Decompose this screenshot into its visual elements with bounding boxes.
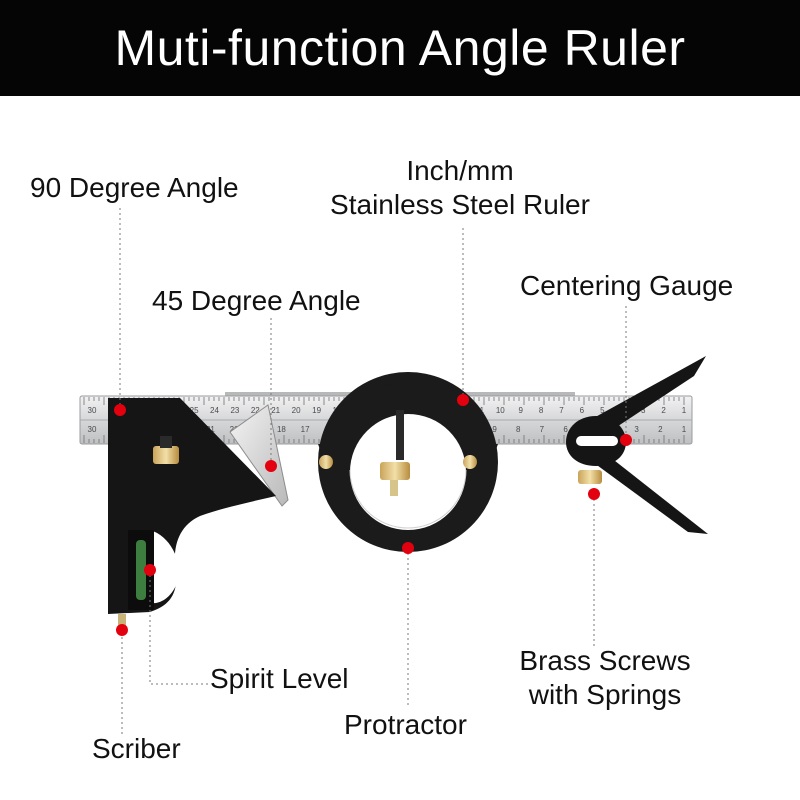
ruler-scale-number: 7: [540, 425, 545, 434]
ruler-scale-number: 9: [518, 406, 523, 415]
marker-brass-screws: [588, 488, 600, 500]
label-ruler-line2: Stainless Steel Ruler: [330, 189, 590, 220]
ruler-scale-number: 1: [682, 425, 687, 434]
ruler-scale-number: 30: [88, 425, 97, 434]
ruler-scale-number: 6: [580, 406, 585, 415]
marker-spirit-level: [144, 564, 156, 576]
ruler-scale-number: 18: [277, 425, 286, 434]
ruler-scale-number: 9: [492, 425, 497, 434]
protractor-right-rivet: [463, 455, 477, 469]
ruler-scale-number: 19: [312, 406, 321, 415]
ruler-scale-number: 3: [634, 425, 639, 434]
ruler-scale-number: 6: [563, 425, 568, 434]
square-head-cutout: [148, 530, 179, 604]
square-head: [108, 398, 289, 632]
ruler-scale-number: 17: [301, 425, 310, 434]
ruler-scale-number: 2: [661, 406, 666, 415]
centering-arm-lower: [590, 446, 708, 534]
label-scriber: Scriber: [92, 733, 181, 764]
marker-scriber: [116, 624, 128, 636]
square-head-screw-post: [160, 436, 172, 448]
centering-head: [566, 356, 708, 534]
ruler-scale-number: 8: [539, 406, 544, 415]
scriber-pin: [118, 614, 126, 632]
ruler-scale-number: 20: [292, 406, 301, 415]
miter-edge: [229, 404, 289, 507]
ruler-scale-number: 25: [190, 406, 199, 415]
label-ruler-line1: Inch/mm: [406, 155, 514, 186]
ruler-scale-number: 24: [210, 406, 219, 415]
centering-arm-upper: [590, 356, 706, 430]
ruler-scale-number: 1: [682, 406, 687, 415]
protractor-indicator: [396, 410, 404, 460]
label-90-degree-angle: 90 Degree Angle: [30, 172, 239, 203]
square-head-screw: [153, 446, 179, 464]
centering-slot: [576, 436, 618, 446]
label-centering-gauge: Centering Gauge: [520, 270, 734, 301]
marker-protractor: [402, 542, 414, 554]
label-45-degree-angle: 45 Degree Angle: [152, 285, 361, 316]
ruler-scale-number: 2: [658, 425, 663, 434]
ruler-scale-number: 23: [230, 406, 239, 415]
protractor-stud: [390, 480, 398, 496]
protractor-head: [318, 372, 498, 552]
ruler-scale-number: 8: [516, 425, 521, 434]
marker-centering: [620, 434, 632, 446]
markers: [114, 394, 632, 636]
ruler-scale-number: 3: [641, 406, 646, 415]
label-brass-line2: with Springs: [528, 679, 682, 710]
leader-lines: [119, 208, 627, 736]
title-banner: Muti-function Angle Ruler: [0, 0, 800, 96]
page-title: Muti-function Angle Ruler: [114, 20, 686, 76]
protractor-left-rivet: [319, 455, 333, 469]
ruler-scale-number: 5: [600, 406, 605, 415]
label-spirit-level: Spirit Level: [210, 663, 349, 694]
label-ruler: Inch/mm Stainless Steel Ruler: [300, 154, 620, 222]
ruler-scale-number: 30: [88, 406, 97, 415]
marker-45-degree: [265, 460, 277, 472]
ruler-scale-number: 10: [496, 406, 505, 415]
ruler-scale-number: 21: [271, 406, 280, 415]
ruler-scale-number: 7: [559, 406, 564, 415]
marker-90-degree: [114, 404, 126, 416]
centering-brass-screw: [578, 470, 602, 484]
label-brass-screws: Brass Screws with Springs: [500, 644, 710, 712]
marker-ruler: [457, 394, 469, 406]
label-brass-line1: Brass Screws: [519, 645, 691, 676]
protractor-lock-nut: [380, 462, 410, 480]
spirit-level-vial: [136, 540, 146, 600]
label-protractor: Protractor: [344, 709, 467, 740]
protractor-top-arc: [342, 382, 474, 406]
ruler-scale-number: 22: [251, 406, 260, 415]
protractor-scale-arc: [349, 469, 467, 529]
